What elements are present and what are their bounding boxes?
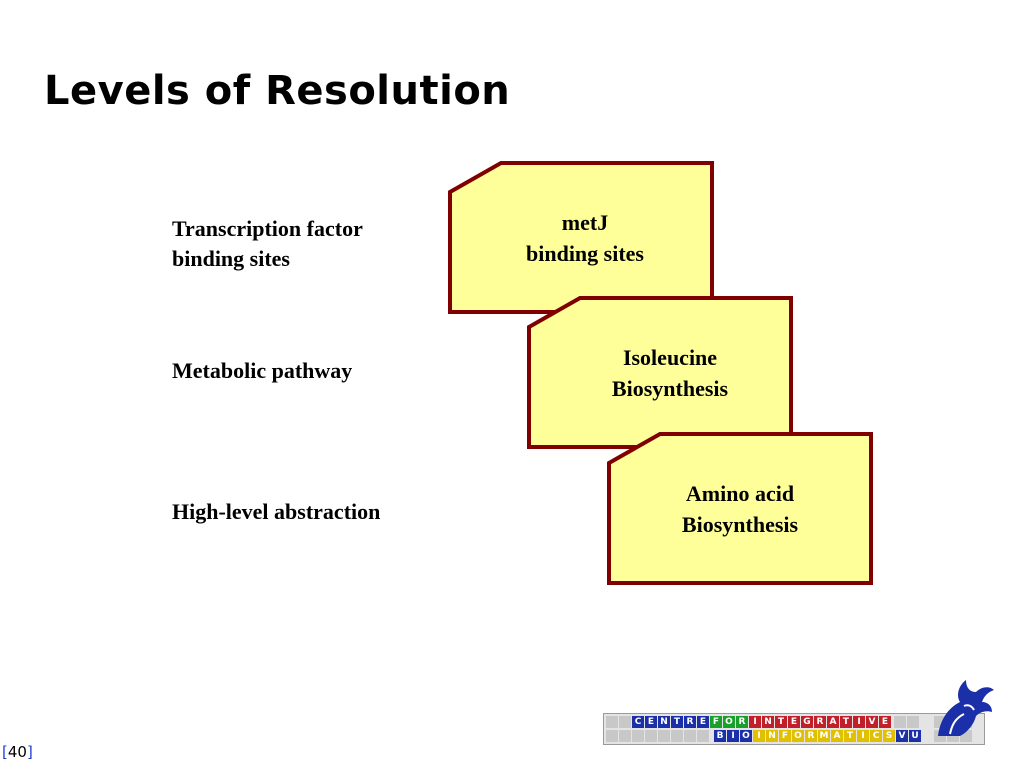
level-label-metabolic: Metabolic pathway: [172, 358, 353, 383]
logo-letter: E: [788, 716, 800, 728]
logo-letter: B: [714, 730, 726, 742]
logo-letter: N: [762, 716, 774, 728]
logo-grey-cells: [606, 730, 709, 742]
card-shape: [527, 296, 793, 449]
logo-letter: O: [723, 716, 735, 728]
logo-grey-cells: [894, 716, 919, 728]
card-amino-acid: Amino acid Biosynthesis: [607, 432, 873, 585]
slide-title: Levels of Resolution: [44, 68, 511, 114]
logo-letter: F: [779, 730, 791, 742]
card-text: Isoleucine Biosynthesis: [611, 344, 729, 401]
card-metj: metJ binding sites: [448, 161, 714, 314]
logo-letter: G: [801, 716, 813, 728]
logo-letter: R: [814, 716, 826, 728]
logo-letter: A: [827, 716, 839, 728]
logo-letter: O: [792, 730, 804, 742]
card-isoleucine: Isoleucine Biosynthesis: [527, 296, 793, 449]
page-number: [40]: [2, 743, 33, 761]
logo-letter: T: [775, 716, 787, 728]
logo-letter: C: [870, 730, 882, 742]
card-shape: [607, 432, 873, 585]
logo-letter: M: [818, 730, 830, 742]
logo-letter: E: [645, 716, 657, 728]
logo-letter: I: [727, 730, 739, 742]
logo-letter: I: [853, 716, 865, 728]
vu-griffin-icon: [938, 680, 994, 736]
logo-letter: F: [710, 716, 722, 728]
logo-letter: R: [805, 730, 817, 742]
logo-letter: V: [866, 716, 878, 728]
logo-letter: E: [879, 716, 891, 728]
logo-letter: C: [632, 716, 644, 728]
logo-letter: R: [684, 716, 696, 728]
logo-letter: I: [749, 716, 761, 728]
logo-letter: N: [766, 730, 778, 742]
card-text: metJ binding sites: [526, 209, 644, 266]
logo-letter: T: [844, 730, 856, 742]
logo-letter: O: [740, 730, 752, 742]
logo-letter: I: [753, 730, 765, 742]
logo-letter: A: [831, 730, 843, 742]
page-bracket-close: ]: [26, 743, 33, 761]
level-label-transcription: Transcription factor binding sites: [172, 216, 363, 271]
logo-letter: R: [736, 716, 748, 728]
logo-letter: T: [840, 716, 852, 728]
logo-letter: V: [896, 730, 908, 742]
logo-letter: S: [883, 730, 895, 742]
level-label-abstraction: High-level abstraction: [172, 499, 381, 524]
logo-letter: I: [857, 730, 869, 742]
logo-letter: N: [658, 716, 670, 728]
card-text: Amino acid Biosynthesis: [681, 480, 799, 537]
logo-letter: U: [909, 730, 921, 742]
card-shape: [448, 161, 714, 314]
page-bracket-open: [: [2, 743, 8, 761]
logo-letter: T: [671, 716, 683, 728]
logo-grey-cells: [606, 716, 631, 728]
page-number-value: 40: [7, 743, 27, 761]
logo-letter: E: [697, 716, 709, 728]
